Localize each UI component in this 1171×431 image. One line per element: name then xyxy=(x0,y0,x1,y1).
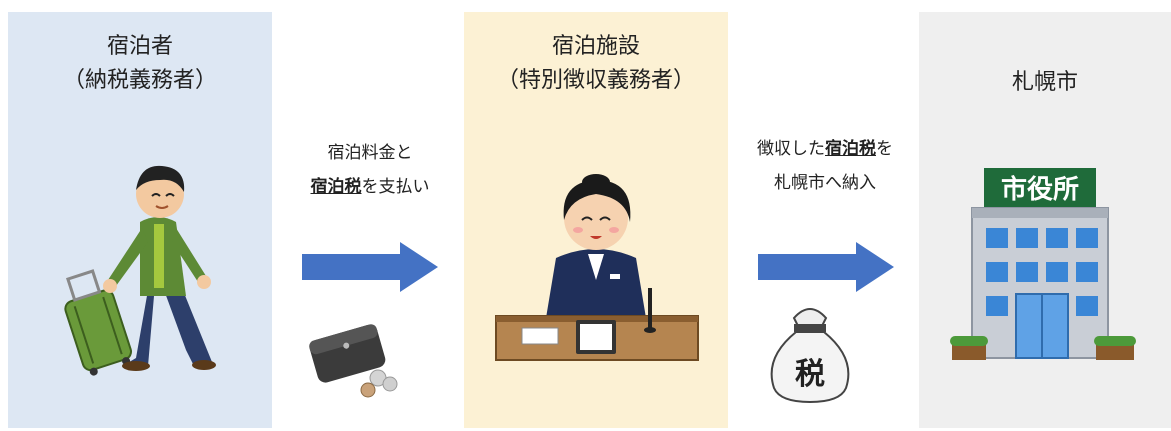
guest-title-line1: 宿泊者 xyxy=(106,34,173,59)
city-title: 札幌市 xyxy=(1011,70,1078,95)
remittance-step-caption: 徴収した宿泊税を 札幌市へ納入 xyxy=(737,132,913,200)
remittance-step-line2: 札幌市へ納入 xyxy=(774,173,876,193)
facility-title-line2: （特別徴収義務者） xyxy=(496,68,695,93)
city-hall-building-icon: 市役所 xyxy=(950,168,1136,360)
city-hall-sign: 市役所 xyxy=(1001,174,1079,205)
receptionist-at-desk-icon xyxy=(495,174,699,361)
traveler-with-suitcase-icon xyxy=(64,165,216,376)
payment-step-caption: 宿泊料金と 宿泊税を支払い xyxy=(288,136,452,204)
payment-arrow-icon xyxy=(302,242,438,292)
remittance-step-line1: 徴収した宿泊税を xyxy=(737,132,913,166)
remittance-step-suffix: を xyxy=(876,139,893,159)
wallet-with-coins-icon xyxy=(309,324,398,398)
payment-step-line1: 宿泊料金と xyxy=(327,143,413,163)
tax-money-bag-icon: 税 xyxy=(770,308,850,404)
facility-title-line1: 宿泊施設 xyxy=(551,34,640,59)
tax-bag-label: 税 xyxy=(795,357,825,392)
remittance-arrow-icon xyxy=(758,242,894,292)
payment-step-line2: 宿泊税を支払い xyxy=(288,170,452,204)
remittance-step-prefix: 徴収した xyxy=(757,139,825,159)
remittance-step-tax-term: 宿泊税 xyxy=(825,139,876,159)
guest-title: 宿泊者 （納税義務者） xyxy=(8,30,272,98)
payment-step-line2-rest: を支払い xyxy=(361,177,430,197)
payment-step-tax-term: 宿泊税 xyxy=(310,177,362,197)
guest-title-line2: （納税義務者） xyxy=(62,68,217,93)
facility-title: 宿泊施設 （特別徴収義務者） xyxy=(464,30,728,98)
